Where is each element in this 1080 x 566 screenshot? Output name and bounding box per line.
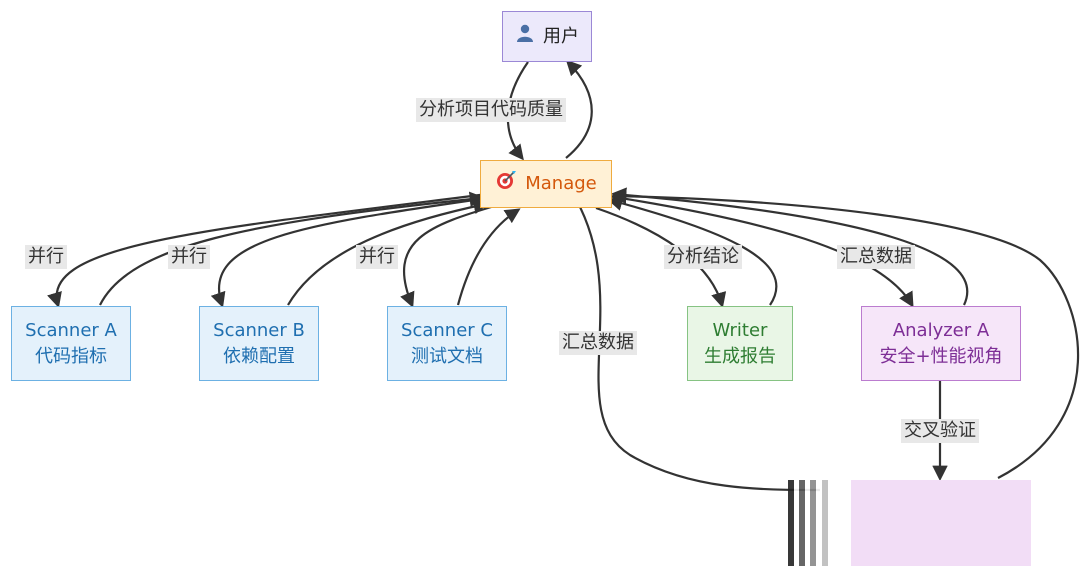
writer-title: Writer [712, 319, 768, 341]
edge-manager-to-analyzer-a [607, 194, 914, 308]
node-user[interactable]: 用户 [502, 11, 592, 62]
node-writer[interactable]: Writer 生成报告 [687, 306, 793, 381]
node-user-label: 用户 [543, 25, 579, 47]
edge-analyzer-b-to-manager [610, 188, 1079, 479]
analyzer-a-title: Analyzer A [892, 319, 990, 341]
edge-label-parallel-a: 并行 [25, 245, 67, 269]
target-icon [495, 169, 517, 199]
edge-manager-to-user [565, 59, 593, 159]
edge-manager-to-scanner-b [210, 196, 489, 308]
edge-manager-to-scanner-a [47, 192, 489, 308]
edge-manager-to-scanner-c [400, 203, 499, 308]
edge-scanner-b-to-manager [287, 198, 490, 306]
cropped-artifact [788, 480, 848, 566]
edge-analyzer-a-to-manager [610, 187, 969, 306]
node-analyzer-a[interactable]: Analyzer A 安全+性能视角 [861, 306, 1021, 381]
scanner-b-subtitle: 依赖配置 [223, 345, 295, 367]
edge-label-summary-analyzer-b: 汇总数据 [559, 331, 637, 355]
scanner-a-title: Scanner A [25, 319, 117, 341]
edge-scanner-a-to-manager [99, 191, 486, 306]
node-scanner-b[interactable]: Scanner B 依赖配置 [199, 306, 319, 381]
node-scanner-c[interactable]: Scanner C 测试文档 [387, 306, 507, 381]
scanner-b-title: Scanner B [213, 319, 305, 341]
edge-label-cross-validate: 交叉验证 [901, 419, 979, 443]
edge-label-parallel-b: 并行 [168, 245, 210, 269]
scanner-a-subtitle: 代码指标 [35, 345, 107, 367]
user-icon [515, 23, 535, 51]
edge-label-summary-analyzer-a: 汇总数据 [837, 245, 915, 269]
node-manager-label: Manage [525, 173, 597, 194]
edge-scanner-c-to-manager [456, 208, 521, 306]
edge-writer-to-manager [607, 195, 778, 306]
edge-label-user-to-manager: 分析项目代码质量 [416, 98, 566, 122]
scanner-c-subtitle: 测试文档 [411, 345, 483, 367]
node-scanner-a[interactable]: Scanner A 代码指标 [11, 306, 131, 381]
writer-subtitle: 生成报告 [704, 345, 776, 367]
edge-label-to-writer: 分析结论 [664, 245, 742, 269]
analyzer-a-subtitle: 安全+性能视角 [879, 345, 1003, 367]
edge-label-parallel-c: 并行 [356, 245, 398, 269]
edge-manager-to-analyzer-b [565, 182, 821, 492]
node-analyzer-b[interactable] [851, 480, 1031, 566]
scanner-c-title: Scanner C [401, 319, 493, 341]
node-manager[interactable]: Manage [480, 160, 612, 208]
